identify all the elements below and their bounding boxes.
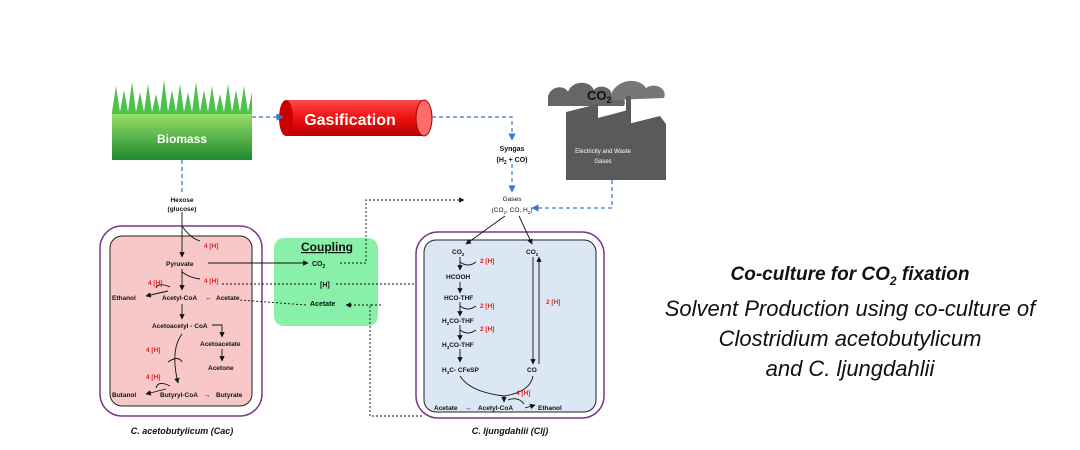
clj-hcooh: HCOOH bbox=[446, 274, 471, 281]
cac-arrow: ↔ bbox=[205, 295, 212, 302]
factory-co2-label: CO bbox=[587, 88, 607, 103]
clj-h3co-thf: H3CO-THF bbox=[442, 342, 474, 350]
cac-4h-label: 4 [H] bbox=[204, 278, 218, 285]
clj-arrow: ↔ bbox=[465, 405, 472, 412]
clj-ethanol: Ethanol bbox=[538, 405, 562, 412]
clj-co: CO bbox=[527, 367, 537, 374]
cac-butyryl-coa: Butyryl-CoA bbox=[160, 392, 198, 399]
syngas-composition: (H2 + CO) bbox=[497, 157, 528, 166]
biomass-label: Biomass bbox=[157, 132, 207, 146]
clj-acetate: Acetate bbox=[434, 405, 458, 412]
cac-acetyl-coa: Acetyl-CoA bbox=[162, 295, 197, 302]
cac-4h-label: 4 [H] bbox=[146, 374, 160, 381]
hexose-sub-label: (glucose) bbox=[168, 206, 197, 213]
clj-2h-label: 2 [H] bbox=[546, 299, 560, 306]
clj-4h-label: 4 [H] bbox=[516, 390, 530, 397]
cac-4h-label: 4 [H] bbox=[148, 280, 162, 287]
cac-pathway-arrows bbox=[145, 212, 225, 396]
cac-4h-label: 4 [H] bbox=[146, 347, 160, 354]
cac-ethanol: Ethanol bbox=[112, 295, 136, 302]
clj-cell bbox=[415, 231, 605, 419]
clj-hco-thf: HCO-THF bbox=[444, 295, 473, 302]
coupling-title: Coupling bbox=[301, 240, 353, 254]
clj-pathway-arrows bbox=[457, 215, 542, 409]
clj-metabolites: CO2 CO2 2 [H] HCOOH HCO-THF 2 [H] H2CO-T… bbox=[434, 249, 562, 412]
cac-label: C. acetobutylicum (Cac) bbox=[131, 426, 234, 436]
caption-line-3: and C. ljungdahlii bbox=[765, 355, 935, 381]
clj-2h-label: 2 [H] bbox=[480, 326, 494, 333]
figure-caption: Co-culture for CO2 fixation Solvent Prod… bbox=[620, 262, 1080, 384]
cac-acetate: Acetate bbox=[216, 295, 240, 302]
clj-2h-label: 2 [H] bbox=[480, 303, 494, 310]
clj-h3c-cfesp: H3C- CFeSP bbox=[442, 367, 479, 375]
syngas-label: Syngas bbox=[500, 146, 525, 153]
coupling-flows bbox=[208, 197, 465, 417]
cac-butyrate: Butyrate bbox=[216, 392, 243, 399]
gasification-label: Gasification bbox=[304, 112, 396, 129]
input-flow-arrows bbox=[181, 113, 613, 212]
cac-cell bbox=[99, 225, 263, 417]
cac-metabolites: Pyruvate 4 [H] 4 [H] 4 [H] Ethanol Acety… bbox=[112, 243, 243, 399]
svg-text:CO2: CO2 bbox=[587, 88, 612, 105]
factory-label-line1: Electricity and Waste bbox=[575, 149, 631, 155]
gasification-cylinder: Gasification bbox=[279, 99, 433, 137]
factory-label-line2: Gases bbox=[594, 159, 611, 165]
factory-icon: CO2 Electricity and Waste Gases bbox=[548, 80, 666, 180]
coupling-acetate: Acetate bbox=[310, 301, 335, 308]
coupling-co2: CO2 bbox=[312, 261, 326, 270]
gases-composition: (CO2, CO, H2) bbox=[492, 207, 533, 215]
cac-acetone: Acetone bbox=[208, 365, 234, 372]
coupling-box: Coupling CO2 [H] Acetate bbox=[274, 238, 378, 326]
clj-co2: CO2 bbox=[452, 249, 465, 257]
cac-arrow: ↔ bbox=[204, 392, 211, 399]
clj-label: C. ljungdahlii (Clj) bbox=[472, 426, 549, 436]
caption-title: Co-culture for CO2 fixation bbox=[730, 264, 970, 288]
caption-line-1: Solvent Production using co-culture of bbox=[664, 295, 1036, 321]
clj-2h-label: 2 [H] bbox=[480, 258, 494, 265]
cac-acetoacetyl-coa: Acetoacetyl - CoA bbox=[152, 323, 208, 330]
cac-acetoacetate: Acetoacetate bbox=[200, 341, 241, 348]
gases-label: Gases bbox=[503, 196, 523, 203]
clj-h2co-thf: H2CO-THF bbox=[442, 318, 474, 326]
biomass-image: Biomass bbox=[112, 80, 252, 160]
cac-pyruvate: Pyruvate bbox=[166, 261, 194, 268]
caption-line-2: Clostridium acetobutylicum bbox=[718, 325, 982, 351]
cac-4h-label: 4 [H] bbox=[204, 243, 218, 250]
clj-co2: CO2 bbox=[526, 249, 539, 257]
clj-acetyl-coa: Acetyl-CoA bbox=[478, 405, 513, 412]
hexose-label: Hexose bbox=[170, 197, 194, 204]
cac-butanol: Butanol bbox=[112, 392, 136, 399]
coupling-h: [H] bbox=[320, 282, 330, 289]
